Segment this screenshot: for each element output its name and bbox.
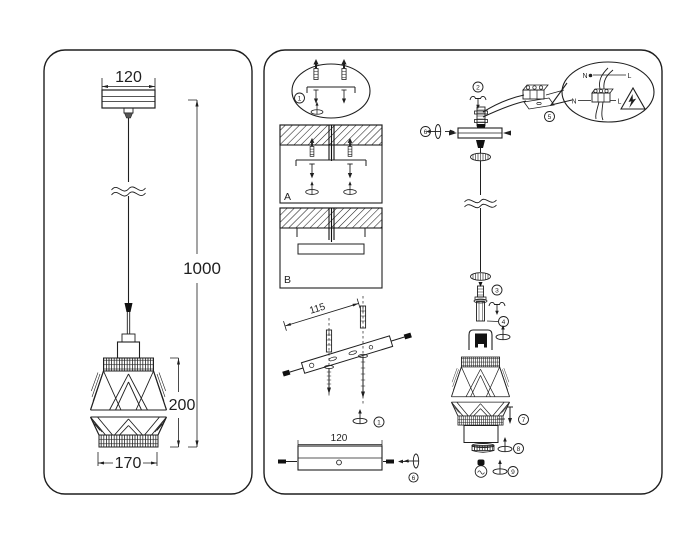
cable-connector xyxy=(474,282,487,301)
wire-screw-dot xyxy=(588,73,593,78)
svg-text:6: 6 xyxy=(412,475,416,482)
mains-wires-a xyxy=(328,125,335,161)
inner-glass-cylinder xyxy=(463,425,499,443)
svg-text:8: 8 xyxy=(517,446,521,453)
anchor-iso-2 xyxy=(359,305,367,329)
bar-screw-right xyxy=(503,130,511,136)
step7-badge: 7 xyxy=(518,414,529,425)
svg-text:1: 1 xyxy=(377,419,381,426)
detail-a-label: A xyxy=(284,191,291,203)
step1-badge: 1 xyxy=(294,92,305,104)
cord-grip-assembly xyxy=(476,140,485,148)
supply-wires xyxy=(482,94,527,118)
svg-text:5: 5 xyxy=(548,114,552,121)
screw-iso-2 xyxy=(358,353,368,398)
assembly-cable-break xyxy=(464,198,497,209)
canopy-bar-assembly xyxy=(449,124,511,139)
left-panel: 120 1000 xyxy=(43,49,253,495)
detail-box-a: A xyxy=(279,124,383,204)
svg-text:7: 7 xyxy=(522,417,526,424)
side-screw-right xyxy=(403,332,412,340)
canopy-center-hole xyxy=(336,459,342,466)
step5-badge: 5 xyxy=(544,111,555,122)
neutral-label-top: N xyxy=(582,73,587,80)
terminal-block-detail xyxy=(591,88,614,103)
screw-iso-1 xyxy=(324,364,334,394)
socket-tube xyxy=(473,298,488,322)
mains-wires-b xyxy=(328,208,335,242)
canopy-detail-bottom: 120 6 xyxy=(278,433,420,483)
left-panel-border xyxy=(43,49,253,495)
svg-text:9: 9 xyxy=(511,469,515,476)
live-label-bottom: L xyxy=(618,99,622,106)
canopy-bar-b xyxy=(297,243,365,255)
detail-box-b: B xyxy=(279,207,383,289)
dim-shade-height: 200 xyxy=(169,357,196,448)
svg-text:6: 6 xyxy=(424,129,428,136)
step8-badge: 8 xyxy=(513,443,524,454)
lamp-holder-cup xyxy=(468,329,493,350)
dim-bracket-spacing: 115 xyxy=(283,298,361,331)
live-label-top: L xyxy=(628,73,632,80)
dim-shade-width: 170 xyxy=(97,452,158,472)
cable-break-symbol xyxy=(111,186,146,197)
warning-triangle-icon xyxy=(620,86,646,110)
bulb-icon xyxy=(474,459,488,478)
dim-canopy-detail: 120 xyxy=(297,433,383,446)
dim-bracket-spacing-value: 115 xyxy=(308,301,327,316)
wiring-callout-balloon: N L N L xyxy=(549,61,655,123)
dim-suspension-length-value: 1000 xyxy=(183,259,221,278)
step9-badge: 9 xyxy=(507,466,519,477)
lamp-shade-front xyxy=(89,357,168,448)
mounting-bracket-iso: 115 xyxy=(282,296,412,428)
dim-suspension-length: 1000 xyxy=(183,99,221,448)
step7-screw xyxy=(497,406,513,424)
svg-text:3: 3 xyxy=(495,287,499,294)
step1-callout: 1 xyxy=(291,58,371,119)
dim-canopy-width: 120 xyxy=(101,69,156,90)
terminal-block xyxy=(522,84,565,110)
step4-badge: 4 xyxy=(498,316,509,327)
cord-grip xyxy=(116,303,141,359)
right-panel-border xyxy=(263,49,663,495)
side-screw-left xyxy=(282,369,291,377)
svg-text:4: 4 xyxy=(502,319,506,326)
anchor-iso-1 xyxy=(325,329,333,353)
svg-text:1: 1 xyxy=(298,95,302,102)
retainer-ring xyxy=(471,443,495,453)
dim-canopy-width-value: 120 xyxy=(115,69,142,86)
canopy-side-screw-left xyxy=(278,459,297,464)
dim-canopy-detail-value: 120 xyxy=(331,433,348,444)
step6-badge-detail: 6 xyxy=(408,472,419,483)
canopy-front-view xyxy=(101,89,156,119)
dim-shade-width-value: 170 xyxy=(115,455,142,472)
assembly-column: 2 xyxy=(420,61,655,478)
canopy-side-screw-right xyxy=(383,459,394,464)
neutral-label-bottom: N xyxy=(571,99,576,106)
step1-badge-iso: 1 xyxy=(373,416,385,428)
step2-badge: 2 xyxy=(472,81,484,93)
detail-b-label: B xyxy=(284,274,291,286)
right-panel: 1 A B xyxy=(263,49,663,495)
dim-shade-height-value: 200 xyxy=(169,397,196,414)
bar-screw-left xyxy=(449,130,457,136)
svg-text:2: 2 xyxy=(476,84,480,91)
lamp-shade-assembly xyxy=(450,356,511,426)
step3-badge: 3 xyxy=(491,284,503,296)
